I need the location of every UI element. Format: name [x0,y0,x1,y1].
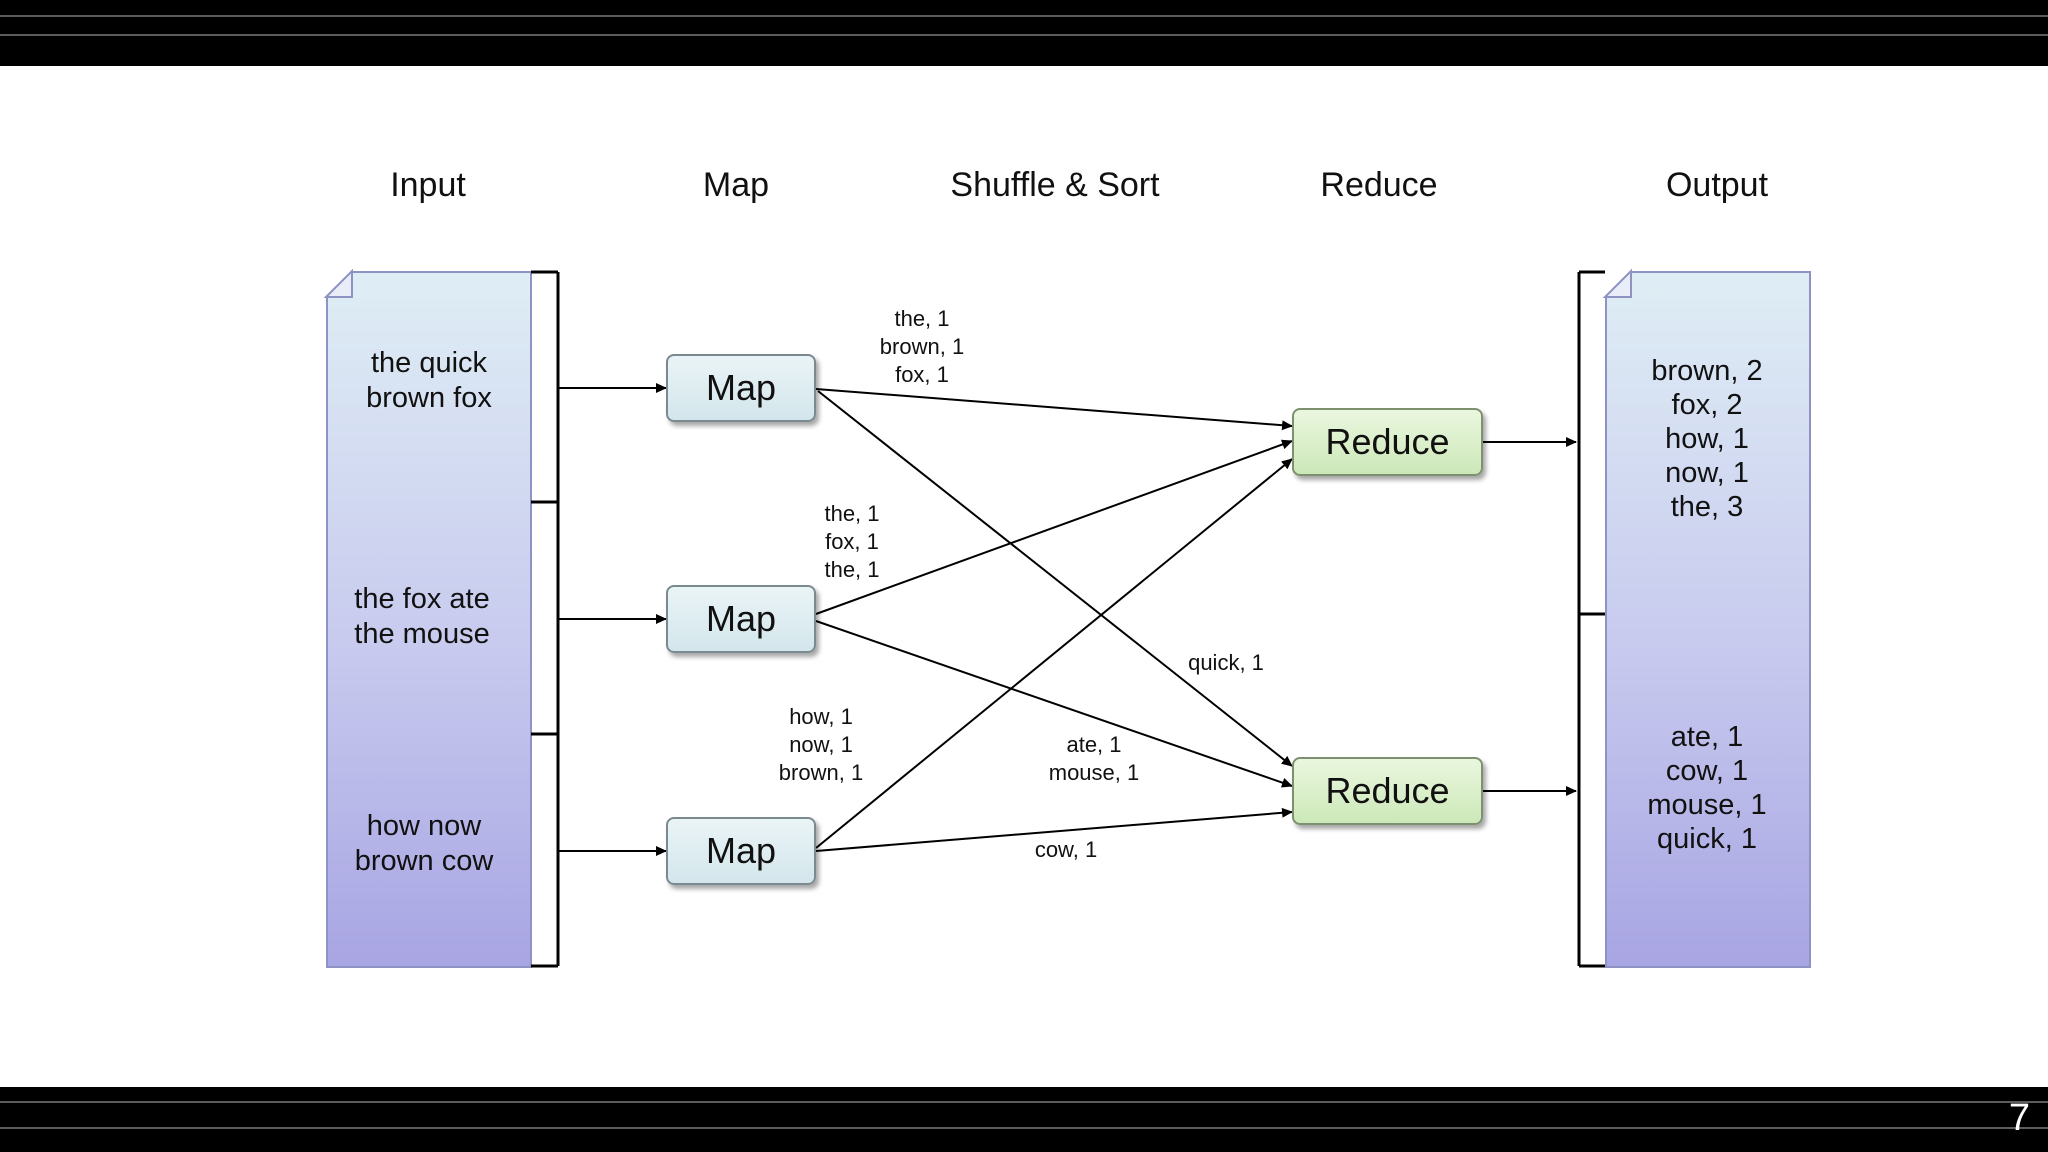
arrow-map2-to-reduce2 [815,620,1293,788]
map-node-3: Map [666,817,816,885]
shuffle-label-cow: cow, 1 [1034,837,1098,862]
map-node-2: Map [666,585,816,653]
output-bracket [1577,270,1605,968]
map-node-3-label: Map [705,830,777,871]
arrow-map1-to-reduce1 [815,388,1293,431]
output-doc-fold [1602,268,1632,298]
map-node-1-label: Map [705,367,777,408]
arrow-map3-to-reduce2 [815,807,1293,852]
input-split-bracket [531,270,560,968]
shuffle-label-quick: quick, 1 [1188,650,1264,675]
map-1-output-labels: the, 1 brown, 1 fox, 1 [879,306,965,387]
page-number: 7 [2008,1097,2030,1139]
stage-title-input: Input [390,166,466,204]
input-document [326,271,532,968]
input-split-1: the quick brown fox [366,347,492,414]
input-split-3: how now brown cow [354,810,494,877]
stage-title-shuffle-sort: Shuffle & Sort [950,166,1160,204]
stage-title-map: Map [702,166,770,204]
map-2-output-labels: the, 1 fox, 1 the, 1 [824,501,880,582]
bottom-bar [0,1087,2048,1152]
input-doc-fold [323,268,353,298]
reduce-node-2: Reduce [1292,757,1483,825]
stage-title-output: Output [1665,166,1769,204]
arrow-map1-to-reduce2 [817,390,1293,767]
arrow-map3-to-reduce1 [815,458,1293,849]
top-bar [0,0,2048,66]
reduce-node-1: Reduce [1292,408,1483,476]
input-split-2: the fox ate the mouse [354,583,490,650]
reduce-node-1-label: Reduce [1325,421,1450,462]
map-3-output-labels: how, 1 now, 1 brown, 1 [778,704,864,785]
map-node-1: Map [666,354,816,422]
reduce-node-2-label: Reduce [1325,770,1450,811]
arrow-map2-to-reduce1 [815,439,1293,615]
output-partition-2: ate, 1 cow, 1 mouse, 1 quick, 1 [1647,721,1767,855]
output-document [1605,271,1811,968]
map-node-2-label: Map [705,598,777,639]
stage-title-reduce: Reduce [1320,166,1438,204]
shuffle-label-ate-mouse: ate, 1 mouse, 1 [1048,732,1140,785]
output-partition-1: brown, 2 fox, 2 how, 1 now, 1 the, 3 [1651,355,1763,523]
